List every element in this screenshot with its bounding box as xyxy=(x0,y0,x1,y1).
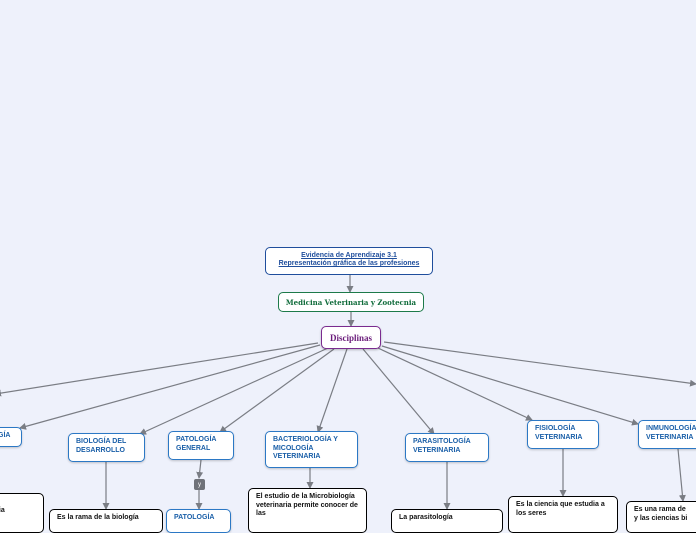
topic-node-1[interactable]: BIOLOGÍA DEL DESARROLLO xyxy=(68,433,145,462)
topic-node-6[interactable]: INMUNOLOGÍA VETERINARIA xyxy=(638,420,696,449)
connector-label: y xyxy=(194,479,205,490)
edge-6 xyxy=(316,348,348,433)
edge-4 xyxy=(139,347,329,435)
center-node[interactable]: Disciplinas xyxy=(321,326,381,349)
edge-10 xyxy=(383,341,696,387)
description-node-5[interactable]: Es la ciencia que estudia a los seres xyxy=(508,496,618,533)
edge-8 xyxy=(377,347,533,421)
root-subtitle: Representación gráfica de las profesione… xyxy=(278,260,420,267)
description-node-6[interactable]: Es una rama de y las ciencias bi xyxy=(626,501,696,533)
connector-lines xyxy=(0,275,696,510)
edge-12 xyxy=(196,459,204,479)
career-node[interactable]: Medicina Veterinaria y Zootecnia xyxy=(278,292,424,312)
topic-node-2[interactable]: PATOLOGÍA GENERAL xyxy=(168,431,234,460)
topic-node-5[interactable]: FISIOLOGÍA VETERINARIA xyxy=(527,420,599,449)
topic-node-3[interactable]: BACTERIOLOGÍA Y MICOLOGÍA VETERINARIA xyxy=(265,431,358,468)
edge-7 xyxy=(362,348,435,435)
root-node[interactable]: Evidencia de Aprendizaje 3.1 Representac… xyxy=(265,247,433,275)
description-node-1[interactable]: Es la rama de la biología xyxy=(49,509,163,533)
topic-node-0[interactable]: GÍA xyxy=(0,427,22,447)
description-node-3[interactable]: El estudio de la Microbiología veterinar… xyxy=(248,488,367,533)
edge-17 xyxy=(677,448,686,502)
description-node-4[interactable]: La parasitología xyxy=(391,509,503,533)
edge-2 xyxy=(0,342,319,397)
edge-9 xyxy=(381,345,639,426)
description-node-0[interactable]: la tudia de xyxy=(0,493,44,533)
description-node-2[interactable]: PATOLOGÍA xyxy=(166,509,231,533)
edge-5 xyxy=(219,348,335,433)
edge-3 xyxy=(19,344,321,430)
root-title: Evidencia de Aprendizaje 3.1 xyxy=(301,252,397,259)
topic-node-4[interactable]: PARASITOLOGÍA VETERINARIA xyxy=(405,433,489,462)
